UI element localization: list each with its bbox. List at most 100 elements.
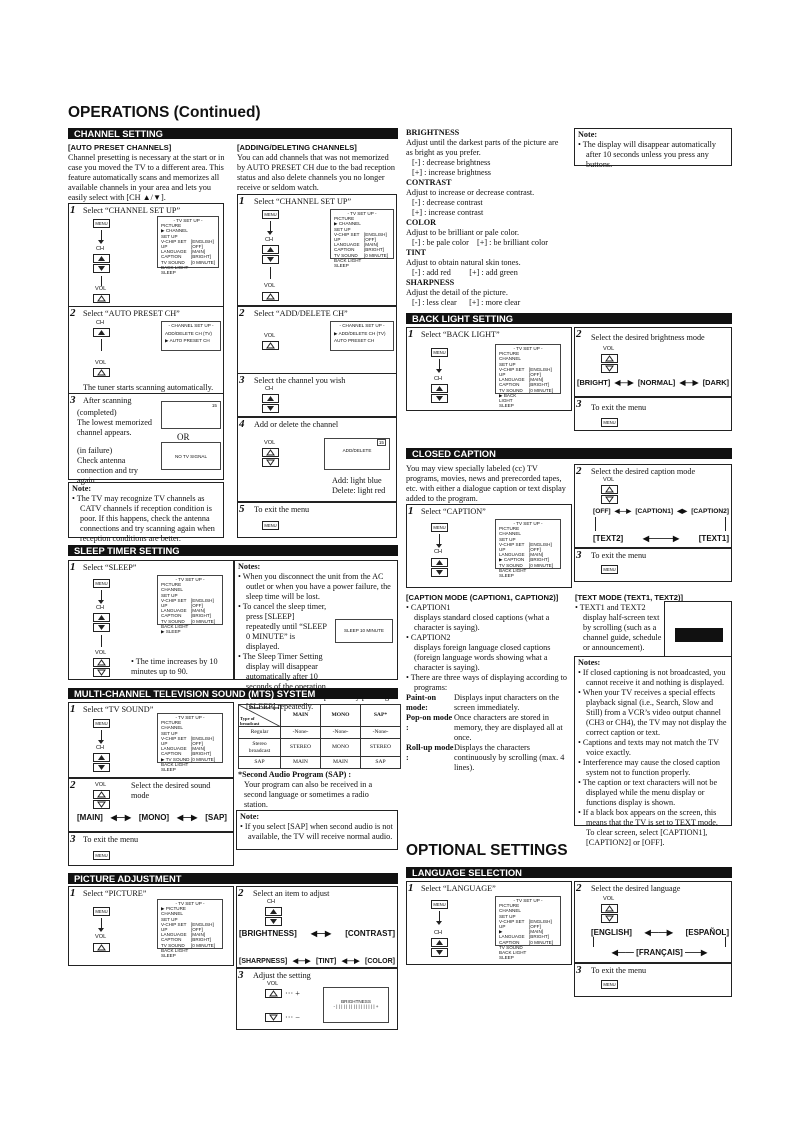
vol-up-icon <box>262 448 279 457</box>
osd-channel-setup: - CHANNEL SET UP -ADD/DELETE CH (TV)▶ AU… <box>161 321 221 351</box>
subheading-add-delete: [ADDING/DELETING CHANNELS] <box>237 143 357 152</box>
cc-mode-cycle-bottom: [TEXT2]◀———▶[TEXT1] <box>593 534 729 543</box>
auto-preset-body: Channel presetting is necessary at the s… <box>68 153 225 202</box>
mts-note: Note: • If you select [SAP] when second … <box>236 810 398 850</box>
vol-up-icon <box>93 943 110 952</box>
ch-up-icon <box>93 328 110 337</box>
menu-key-icon: MENU <box>262 210 279 219</box>
picture-step3-box: 3 Adjust the setting VOL ··· + ··· − BRI… <box>236 968 398 1030</box>
vol-down-icon <box>93 668 110 677</box>
vol-down-icon <box>265 1013 282 1022</box>
page-title: OPERATIONS (Continued) <box>68 104 261 121</box>
cc-step2-box: 2 Select the desired caption mode VOL [O… <box>574 464 732 548</box>
section-header-channel-setting: CHANNEL SETTING <box>68 128 398 139</box>
menu-key-icon: MENU <box>93 851 110 860</box>
add-step2-box: 2 Select “ADD/DELETE CH” VOL - CHANNEL S… <box>237 306 397 374</box>
sap-heading: *Second Audio Program (SAP) : <box>238 770 352 779</box>
section-header-cc: CLOSED CAPTION <box>406 448 732 459</box>
mts-step1-box: 1 Select “TV SOUND” MENU CH - TV SET UP … <box>68 702 234 778</box>
vol-up-icon <box>262 341 279 350</box>
ch-down-icon <box>93 264 110 273</box>
ch-down-icon <box>265 917 282 926</box>
cc-step3-box: 3 To exit the menu MENU <box>574 548 732 582</box>
section-header-language: LANGUAGE SELECTION <box>406 867 732 878</box>
backlight-step2-box: 2 Select the desired brightness mode VOL… <box>574 327 732 397</box>
osd-no-signal: NO TV SIGNAL <box>161 442 221 470</box>
text-mode-heading: [TEXT MODE (TEXT1, TEXT2)] <box>575 593 684 602</box>
language-cycle-bottom: ◀—— [FRANÇAIS] ——▶ <box>611 948 708 957</box>
caption-mode-heading: [CAPTION MODE (CAPTION1, CAPTION2)] <box>406 593 559 602</box>
auto-note: Note: • The TV may recognize TV channels… <box>68 482 224 543</box>
menu-key-icon: MENU <box>601 418 618 427</box>
vol-up-icon <box>601 485 618 494</box>
ch-up-icon <box>262 245 279 254</box>
auto-step2-box: 2 Select “AUTO PRESET CH” CH VOL - CHANN… <box>68 306 224 394</box>
ch-down-icon <box>431 568 448 577</box>
ch-down-icon <box>431 948 448 957</box>
menu-key-icon: MENU <box>93 219 110 228</box>
sap-body: Your program can also be received in a s… <box>244 780 373 809</box>
menu-key-icon: MENU <box>93 719 110 728</box>
lang-step1-box: 1 Select “LANGUAGE” MENU CH - TV SET UP … <box>406 881 572 965</box>
menu-key-icon: MENU <box>431 348 448 357</box>
ch-up-icon <box>93 254 110 263</box>
menu-key-icon: MENU <box>262 521 279 530</box>
ch-up-icon <box>265 907 282 916</box>
osd-sleep: SLEEP 10 MINUTE <box>335 619 393 643</box>
section-header-picture: PICTURE ADJUSTMENT <box>68 873 398 884</box>
vol-up-icon <box>93 368 110 377</box>
lang-step3-box: 3 To exit the menu MENU <box>574 963 732 997</box>
ch-up-icon <box>262 394 279 403</box>
vol-down-icon <box>601 364 618 373</box>
ch-down-icon <box>262 404 279 413</box>
sleep-notes: Notes: • When you disconnect the unit fr… <box>234 560 398 711</box>
picture-item-cycle-top: [BRIGHTNESS]◀—▶[CONTRAST] <box>239 929 395 938</box>
add-step1-box: 1 Select “CHANNEL SET UP” MENU CH VOL - … <box>237 194 397 306</box>
caption-mode-body: • CAPTION1 displays standard closed capt… <box>406 603 567 772</box>
picture-step1-box: 1 Select “PICTURE” MENU VOL - TV SET UP … <box>68 886 234 966</box>
auto-step3-box: 3 After scanning (completed) The lowest … <box>68 393 224 485</box>
language-cycle-top: [ENGLISH]◀——▶[ESPAÑOL] <box>591 928 729 937</box>
text-mode-screen <box>664 601 732 657</box>
ch-up-icon <box>431 384 448 393</box>
add-step5-box: 5 To exit the menu MENU <box>237 502 397 538</box>
section-header-backlight: BACK LIGHT SETTING <box>406 313 732 324</box>
ch-down-icon <box>93 623 110 632</box>
auto-step1-box: 1 Select “CHANNEL SET UP” MENU CH VOL - … <box>68 203 224 307</box>
cc-step1-box: 1 Select “CAPTION” MENU CH - TV SET UP -… <box>406 504 572 588</box>
osd-brightness: BRIGHTNESS- | | | | | | | | | | | | | | … <box>323 987 389 1023</box>
vol-up-icon <box>601 354 618 363</box>
cc-intro: You may view specially labeled (cc) TV p… <box>406 464 566 503</box>
mts-mode-cycle: [MAIN]◀—▶[MONO]◀—▶[SAP] <box>77 813 227 822</box>
adjust-note: Note: • The display will disappear autom… <box>574 128 732 169</box>
vol-up-icon <box>93 294 110 303</box>
menu-key-icon: MENU <box>93 907 110 916</box>
vol-up-icon <box>601 904 618 913</box>
menu-key-icon: MENU <box>601 980 618 989</box>
optional-settings-title: OPTIONAL SETTINGS <box>406 842 568 859</box>
menu-key-icon: MENU <box>431 900 448 909</box>
vol-up-icon <box>262 292 279 301</box>
osd-channel-number: 15 <box>161 401 221 429</box>
ch-down-icon <box>431 394 448 403</box>
vol-down-icon <box>601 495 618 504</box>
ch-up-icon <box>431 938 448 947</box>
menu-key-icon: MENU <box>601 565 618 574</box>
vol-down-icon <box>262 458 279 467</box>
backlight-step1-box: 1 Select “BACK LIGHT” MENU CH - TV SET U… <box>406 327 572 411</box>
picture-item-cycle-bottom: [SHARPNESS]◀—▶[TINT]◀—▶[COLOR] <box>239 958 395 965</box>
menu-key-icon: MENU <box>93 579 110 588</box>
vol-up-icon <box>93 790 110 799</box>
vol-up-icon <box>93 658 110 667</box>
